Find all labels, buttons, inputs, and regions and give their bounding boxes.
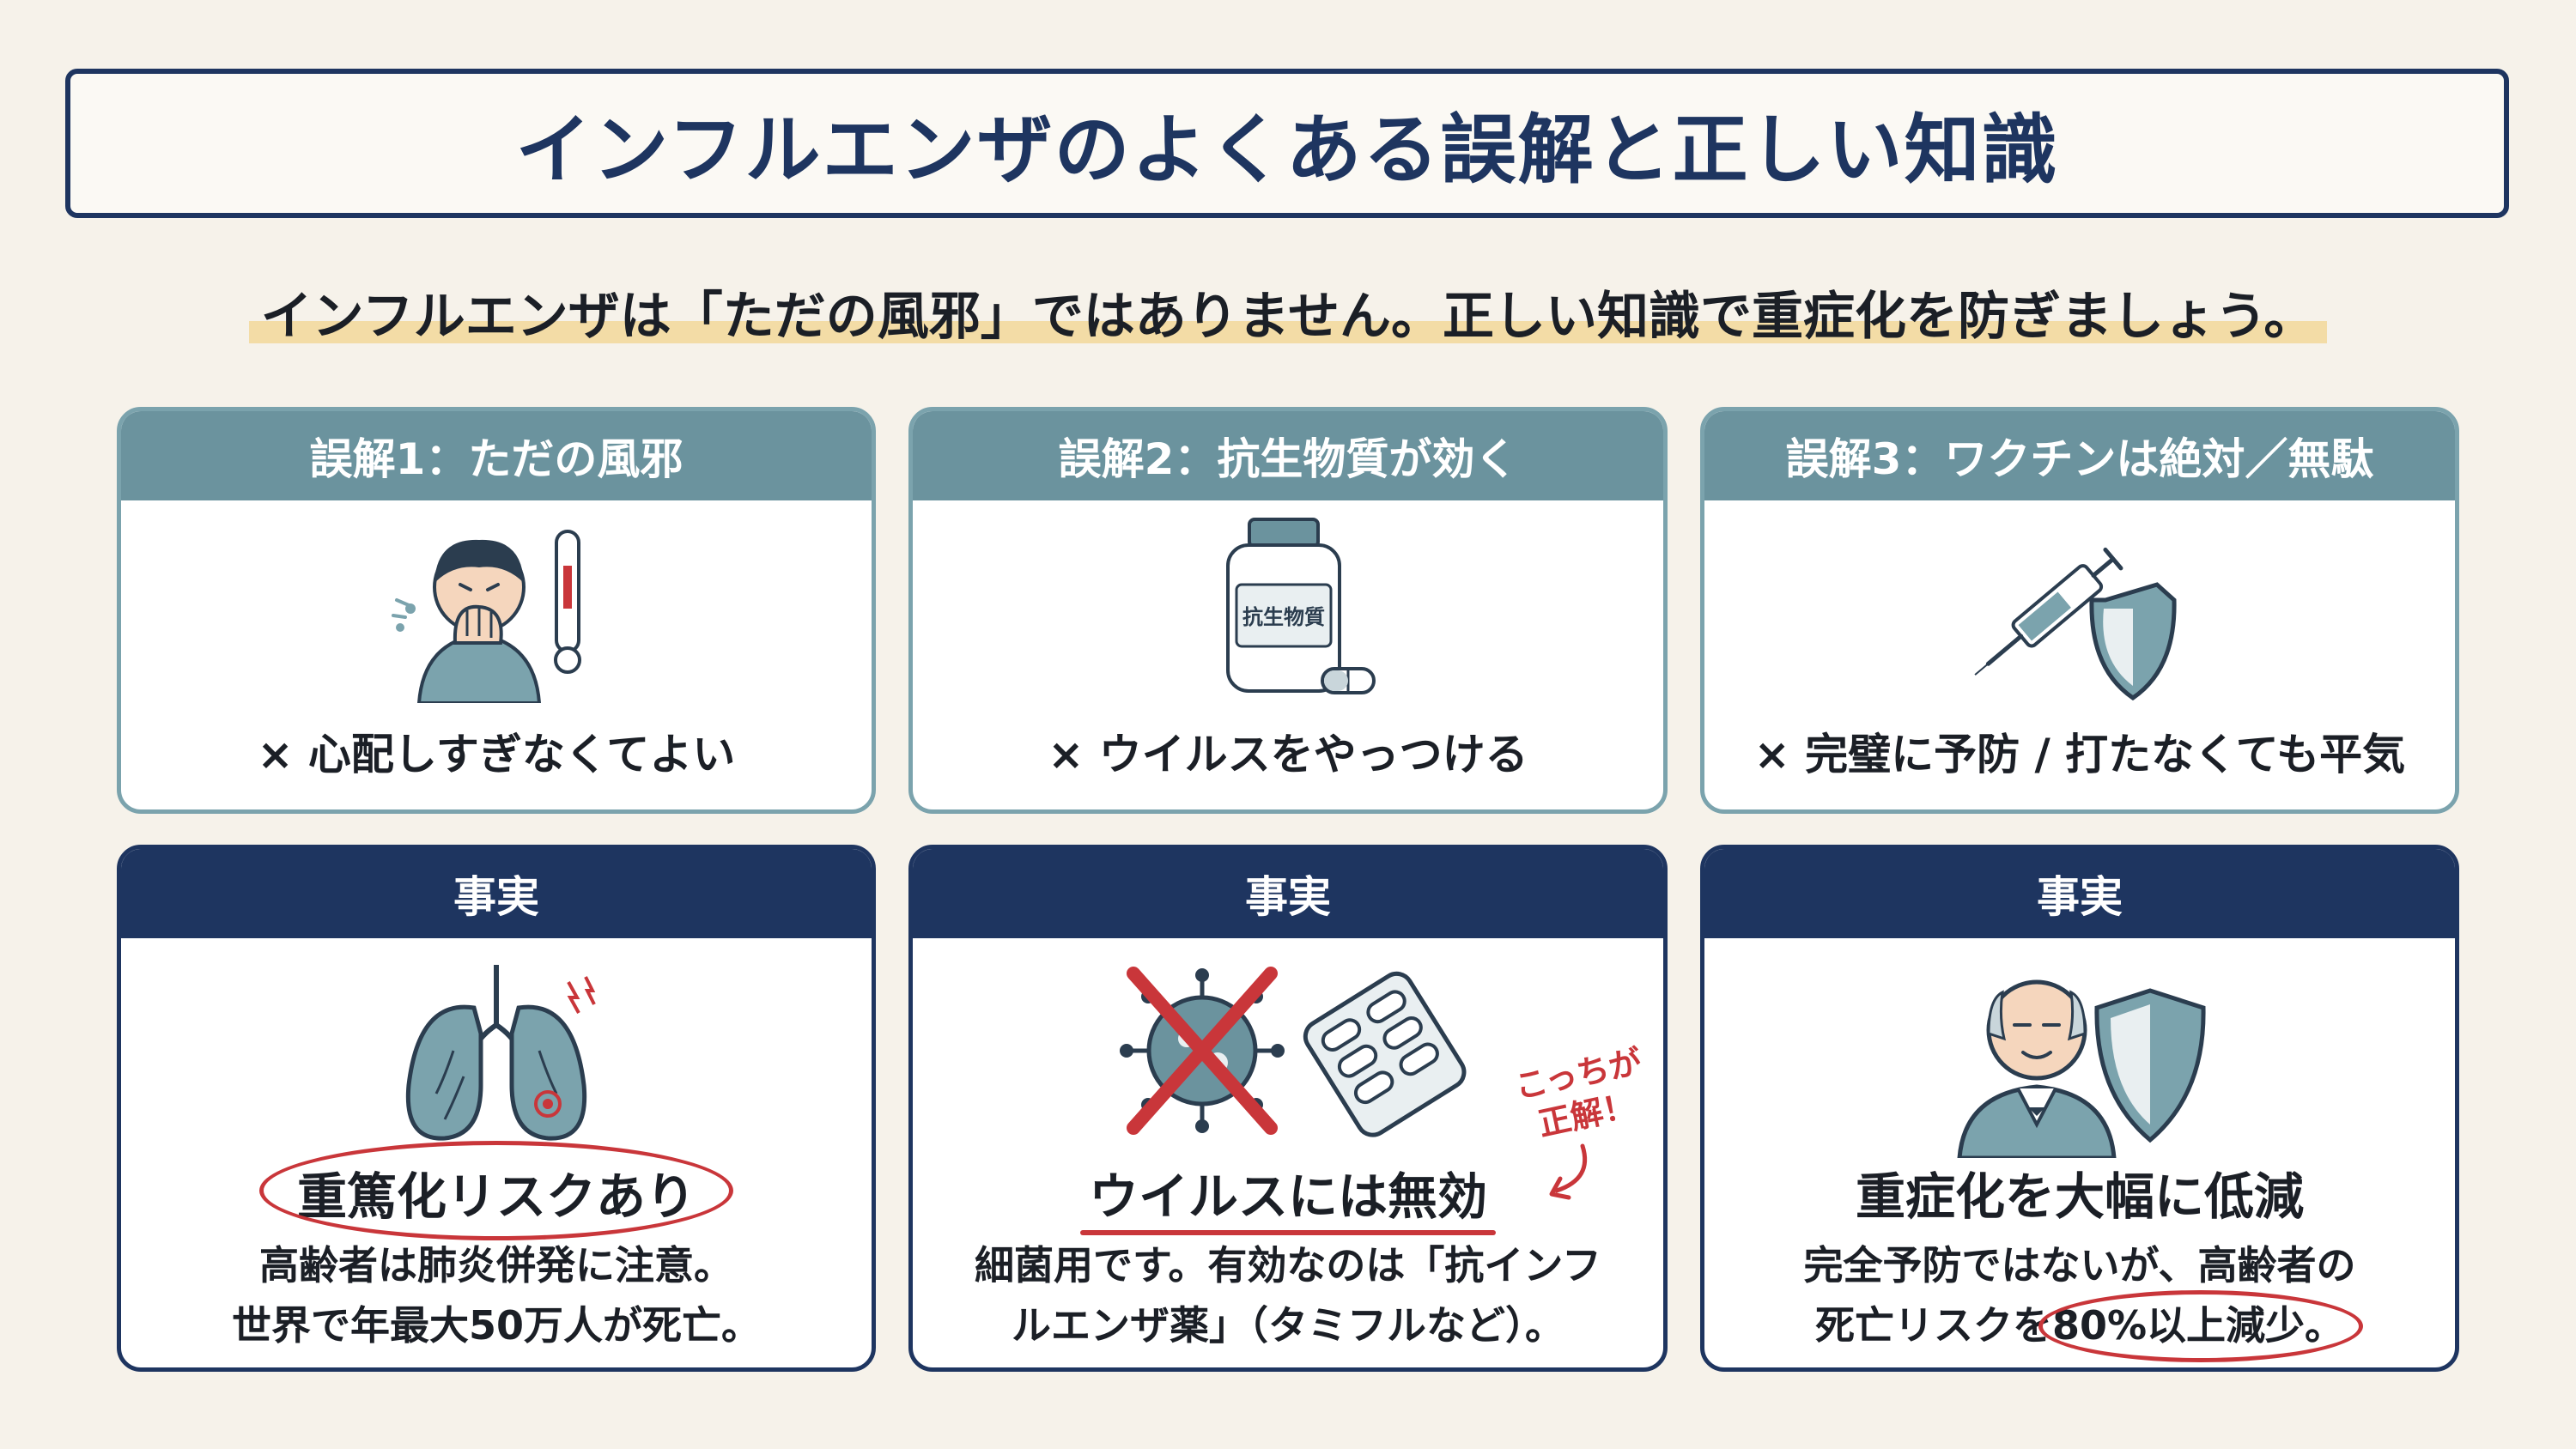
- curved-arrow-icon: [1549, 1143, 1588, 1200]
- syringe-shield-icon: [1704, 514, 2455, 703]
- fact-body-1: 高齢者は肺炎併発に注意。 世界で年最大50万人が死亡。: [147, 1235, 846, 1355]
- elderly-shield-icon: [1704, 956, 2455, 1158]
- fact-main-1: 重篤化リスクあり: [121, 1141, 872, 1240]
- fact-card-1: 事実 重篤化リスクあり 高齢者は肺炎併発に注意。 世界で年最大50万人が死亡。: [117, 845, 876, 1372]
- red-oval-mark: [258, 1141, 733, 1240]
- myth-text-2: × ウイルスをやっつける: [1048, 730, 1528, 779]
- myth-card-3: 誤解3：ワクチンは絶対／無駄 × 完璧に予防 / 打たなくても平気: [1700, 407, 2459, 814]
- myth-heading-3: 誤解3：ワクチンは絶対／無駄: [1704, 411, 2455, 500]
- myth-text-3: × 完璧に予防 / 打たなくても平気: [1753, 730, 2406, 779]
- myth-heading-2: 誤解2：抗生物質が効く: [913, 411, 1663, 500]
- fact-line-3b-pre: 死亡リスクを: [1814, 1302, 2052, 1349]
- highlighted-stat: 80%以上減少。: [2038, 1290, 2364, 1362]
- myth-card-2: 誤解2：抗生物質が効く 抗生物質 × ウイルスをやっつける: [908, 407, 1668, 814]
- fact-line-3a: 完全予防ではないが、高齢者の: [1803, 1242, 2356, 1288]
- bottle-label: 抗生物質: [1242, 605, 1325, 629]
- fact-line-1a: 高齢者は肺炎併発に注意。: [259, 1242, 733, 1288]
- fact-line-2a: 細菌用です。有効なのは「抗インフ: [974, 1242, 1602, 1288]
- page-title: インフルエンザのよくある誤解と正しい知識: [515, 105, 2059, 194]
- myth-text-1: × 心配しすぎなくてよい: [257, 730, 736, 779]
- subtitle: インフルエンザは「ただの風邪」ではありません。正しい知識で重症化を防ぎましょう。: [248, 275, 2328, 349]
- medicine-bottle-icon: 抗生物質: [913, 514, 1663, 703]
- pill-pack-icon: [1303, 971, 1467, 1137]
- fact-line-1b: 世界で年最大50万人が死亡。: [231, 1302, 761, 1349]
- fact-main-text-3: 重症化を大幅に低減: [1855, 1167, 2304, 1226]
- subtitle-wrap: インフルエンザは「ただの風邪」ではありません。正しい知識で重症化を防ぎましょう。: [0, 275, 2576, 349]
- myth-heading-1: 誤解1：ただの風邪: [121, 411, 872, 500]
- sneezing-person-icon: [121, 514, 872, 703]
- fact-main-3: 重症化を大幅に低減: [1704, 1156, 2455, 1228]
- fact-heading-2: 事実: [913, 849, 1663, 938]
- fact-line-2b: ルエンザ薬」（タミフルなど）。: [1012, 1302, 1564, 1349]
- fact-main-text-2: ウイルスには無効: [1088, 1167, 1487, 1226]
- fact-card-2: 事実: [908, 845, 1668, 1372]
- fact-heading-1: 事実: [121, 849, 872, 938]
- fact-main-2: ウイルスには無効: [913, 1156, 1663, 1235]
- myth-card-1: 誤解1：ただの風邪 × 心配しすぎなくてよい: [117, 407, 876, 814]
- red-underline-mark: [1079, 1230, 1496, 1235]
- red-oval-mark-2: [2038, 1290, 2364, 1362]
- lungs-icon: [121, 956, 872, 1158]
- fact-body-2: 細菌用です。有効なのは「抗インフ ルエンザ薬」（タミフルなど）。: [939, 1235, 1637, 1355]
- title-box: インフルエンザのよくある誤解と正しい知識: [65, 69, 2509, 218]
- virus-crossed-pills-icon: [913, 956, 1663, 1158]
- fact-heading-3: 事実: [1704, 849, 2455, 938]
